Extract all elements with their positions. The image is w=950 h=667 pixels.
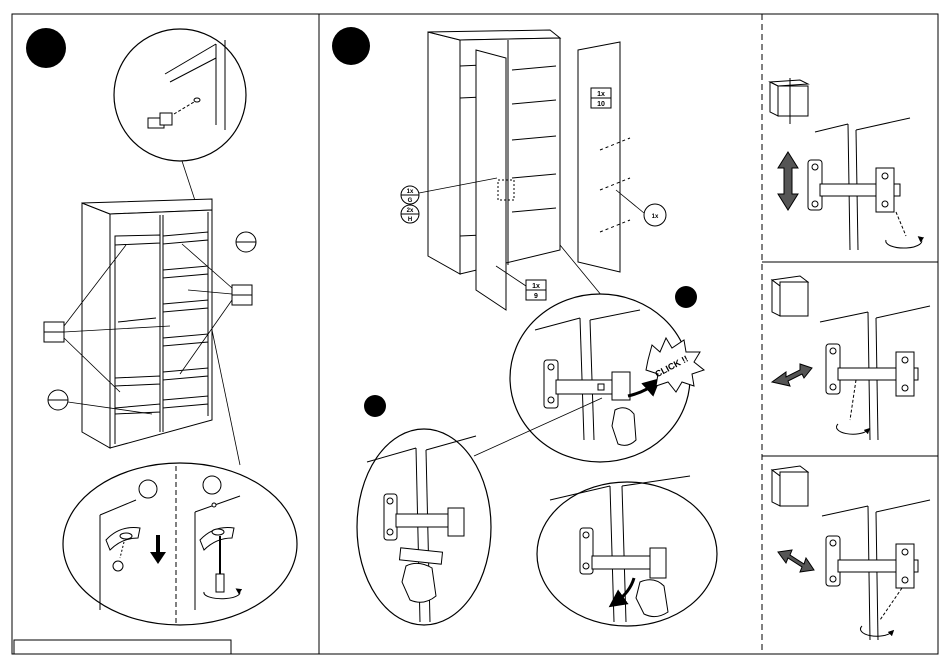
rotate-arrow-icon: [886, 238, 922, 248]
label-qty: 1x: [407, 189, 414, 195]
hinge-adjust-2: [820, 306, 930, 440]
cabinet-icon: [772, 276, 808, 316]
label-qty: 1x: [652, 214, 659, 220]
double-arrow-icon: [772, 364, 812, 386]
hinge-adjust-3: [822, 500, 930, 640]
step-marker-icon: [675, 286, 697, 308]
zoom-ellipse-hinge-insert: [357, 429, 491, 625]
zoom-ellipse-hinge-open: [537, 476, 717, 626]
label-qty: 2x: [407, 208, 414, 214]
label-part: H: [408, 217, 412, 223]
cabinet-icon: [772, 466, 808, 506]
zoom-ellipse-cam: [63, 463, 297, 625]
label-qty: 1x: [532, 283, 540, 290]
part-label-pin: 1x: [616, 190, 666, 226]
step-marker-icon: [332, 27, 370, 65]
zoom-circle-pin: [114, 29, 246, 161]
step-marker-icon: [364, 395, 386, 417]
label-part: 10: [597, 101, 605, 108]
cabinet-icon: [770, 78, 808, 124]
wardrobe-drawing: [82, 199, 212, 448]
leader-line: [212, 330, 240, 465]
double-arrow-icon: [778, 152, 798, 210]
double-arrow-icon: [778, 550, 814, 572]
hinge-adjust-1: [808, 118, 922, 250]
step-marker-icon: [26, 28, 66, 68]
part-label-right-door: 1x 10: [591, 88, 611, 108]
rotate-arrow-icon: [860, 626, 892, 636]
rotate-arrow-icon: [837, 424, 868, 434]
label-part: G: [408, 198, 413, 204]
wardrobe-doors-drawing: [428, 30, 630, 310]
label-part: 9: [534, 293, 538, 300]
footer-box: [14, 640, 231, 654]
label-qty: 1x: [597, 91, 605, 98]
part-callout-circle-top: [236, 232, 256, 252]
